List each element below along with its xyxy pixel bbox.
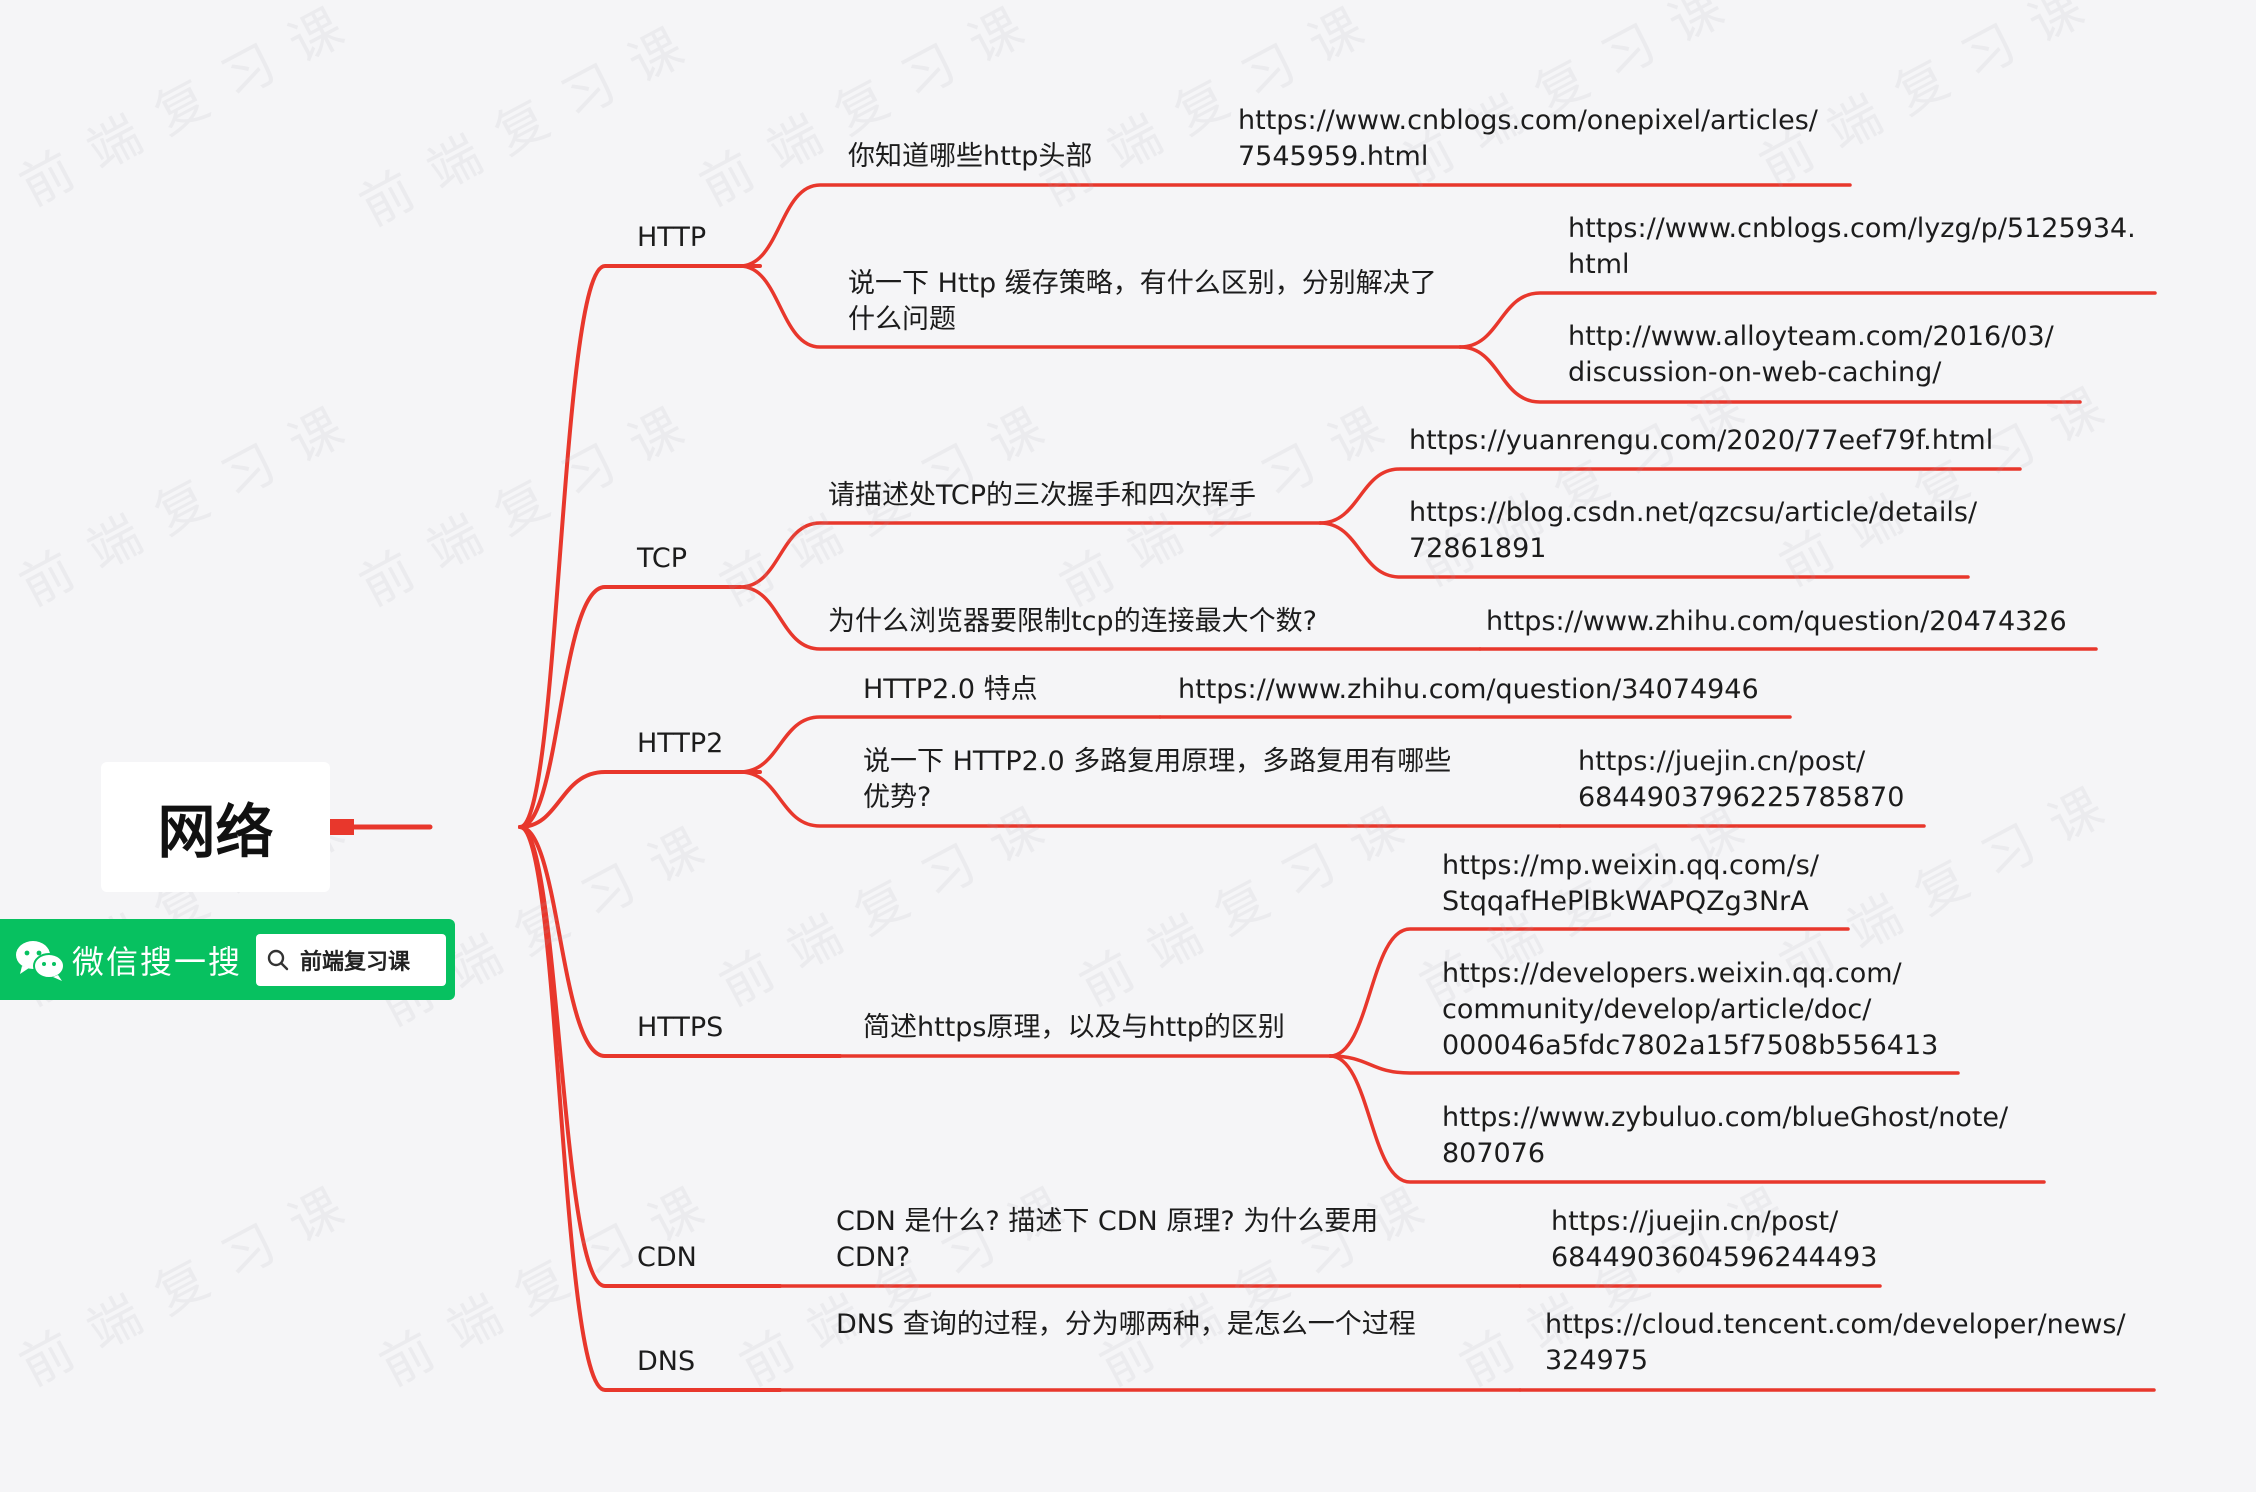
connector-link-alloyteam [1458, 345, 2082, 404]
connector-link-csdn [1318, 521, 1970, 579]
question-http2-multiplexing[interactable]: 说一下 HTTP2.0 多路复用原理，多路复用有哪些优势? [863, 746, 1452, 813]
connector-http2 [518, 770, 762, 829]
link-zybuluo[interactable]: https://www.zybuluo.com/blueGhost/note/ … [1442, 1102, 2009, 1169]
connector-link-yuanrengu [1318, 467, 2022, 525]
question-http-cache[interactable]: 说一下 Http 缓存策略，有什么区别，分别解决了什么问题 [848, 268, 1437, 335]
question-dns[interactable]: DNS 查询的过程，分为哪两种，是怎么一个过程 [836, 1309, 1416, 1340]
badge-app-label: 微信搜一搜 [72, 942, 243, 981]
wechat-icon [14, 938, 66, 982]
question-http-headers[interactable]: 你知道哪些http头部 [848, 141, 1093, 172]
link-cnblogs-onepixel[interactable]: https://www.cnblogs.com/onepixel/article… [1238, 105, 1818, 172]
branch-dns[interactable]: DNS [637, 1346, 696, 1377]
connector-http-headers [738, 183, 1852, 268]
connector-link-weixin-mp [1328, 927, 1850, 1058]
branch-https[interactable]: HTTPS [637, 1012, 724, 1043]
connector-tcp-handshake [738, 521, 1322, 589]
branch-http[interactable]: HTTP [637, 222, 707, 253]
link-juejin-6844903796225785870[interactable]: https://juejin.cn/post/ 6844903796225785… [1578, 746, 1905, 813]
badge-search-box[interactable]: 前端复习课 [256, 933, 447, 986]
question-cdn[interactable]: CDN 是什么? 描述下 CDN 原理? 为什么要用 CDN? [836, 1206, 1379, 1273]
question-https-principle[interactable]: 简述https原理，以及与http的区别 [863, 1012, 1285, 1043]
branch-tcp[interactable]: TCP [637, 543, 688, 574]
link-csdn-qzcsu[interactable]: https://blog.csdn.net/qzcsu/article/deta… [1409, 497, 1978, 564]
question-http2-features[interactable]: HTTP2.0 特点 [863, 674, 1038, 705]
link-alloyteam-caching[interactable]: http://www.alloyteam.com/2016/03/ discus… [1568, 321, 2054, 388]
connector-tcp [518, 585, 742, 829]
root-topic-label: 网络 [157, 798, 274, 866]
root-connector-marker [330, 819, 354, 835]
connector-https [518, 825, 842, 1058]
connector-http2-features [738, 715, 1162, 774]
link-yuanrengu[interactable]: https://yuanrengu.com/2020/77eef79f.html [1409, 425, 1994, 456]
connector-link-lyzg [1458, 291, 2157, 349]
link-cnblogs-lyzg[interactable]: https://www.cnblogs.com/lyzg/p/5125934. … [1568, 213, 2136, 280]
connector-http2-multiplex [738, 770, 1562, 828]
connector-link-zybuluo [1328, 1054, 2046, 1184]
link-juejin-6844903604596244493[interactable]: https://juejin.cn/post/ 6844903604596244… [1551, 1206, 1878, 1273]
root-topic[interactable]: 网络 [101, 762, 330, 892]
link-weixin-mp[interactable]: https://mp.weixin.qq.com/s/ StqqafHePlBk… [1442, 850, 1819, 917]
branch-http2[interactable]: HTTP2 [637, 728, 724, 759]
connector-dns [518, 825, 782, 1392]
branch-cdn[interactable]: CDN [637, 1242, 697, 1273]
link-tencent-cloud[interactable]: https://cloud.tencent.com/developer/news… [1545, 1309, 2126, 1376]
search-icon [266, 948, 290, 972]
link-weixin-developers[interactable]: https://developers.weixin.qq.com/ commun… [1442, 958, 1939, 1061]
link-zhihu-20474326[interactable]: https://www.zhihu.com/question/20474326 [1486, 606, 2067, 637]
question-tcp-handshake[interactable]: 请描述处TCP的三次握手和四次挥手 [828, 480, 1257, 511]
connector-tcp-max [738, 585, 1482, 651]
connector-link-weixin-dev [1328, 1054, 1960, 1075]
wechat-search-badge: 微信搜一搜 前端复习课 [0, 919, 455, 1000]
badge-search-text: 前端复习课 [300, 949, 411, 975]
link-zhihu-34074946[interactable]: https://www.zhihu.com/question/34074946 [1178, 674, 1759, 705]
question-tcp-max-connections[interactable]: 为什么浏览器要限制tcp的连接最大个数? [828, 606, 1317, 637]
connector-http [518, 264, 762, 829]
connector-http-cache [738, 264, 1462, 349]
